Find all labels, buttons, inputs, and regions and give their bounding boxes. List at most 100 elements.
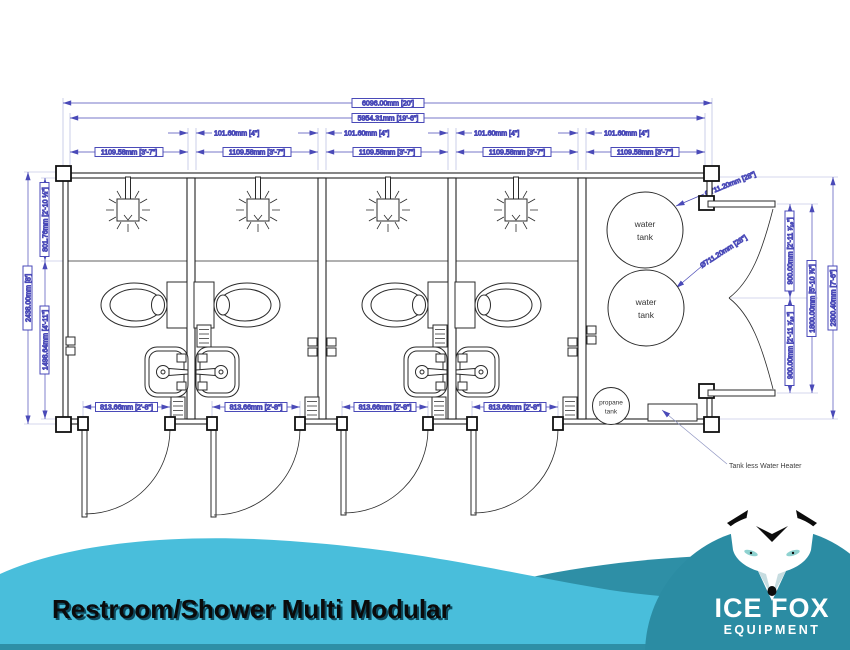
door-jamb-post [422,416,434,431]
banner-cyan-wave [0,538,850,650]
water-tank-label: water [635,297,657,307]
toilet [193,281,281,329]
propane-tank [592,387,630,425]
partition-2 [317,177,327,420]
sink [144,346,189,398]
dim-room-depth: 1498.64mm [4'-11"] [43,310,50,370]
dim-door-width: 813.66mm [2'-8"] [489,405,542,412]
paper-holder [586,325,597,345]
shower-head-symbol [235,176,281,233]
dim-partition-width: 101.60mm [4"] [344,131,389,138]
wall-heater-vent [431,396,447,420]
door-leaf [707,389,776,397]
propane-tank-label: propane [599,400,623,407]
corner-post [55,416,72,433]
brand-name: ICE FOX [714,593,829,623]
door-leaf [707,200,776,208]
dim-partition-width: 101.60mm [4"] [604,131,649,138]
toilet [454,281,542,329]
dim-overall-height: 2438.00mm [8'] [26,274,33,322]
left-wall [62,172,69,425]
bottom-wall [169,418,213,425]
dim-bay-width: 1109.58mm [3'-7"] [359,150,415,157]
tankless-heater-label: Tank less Water Heater [729,463,802,470]
door-jamb-post [336,416,348,431]
fox-logo-icon [727,510,817,601]
toilet [361,281,449,329]
wall-heater-vent [304,396,320,420]
corner-post [55,165,72,182]
dim-bay-width: 1109.58mm [3'-7"] [101,150,157,157]
dim-right-half-height: 900.00mm [2'-11 ⁷⁄₁₆"] [788,312,795,379]
brand-subtitle: EQUIPMENT [724,623,821,637]
dim-shower-depth: 801.76mm [2'-10 ½"] [42,187,50,252]
wall-heater-vent [196,324,212,348]
dim-door-width: 813.66mm [2'-8"] [230,405,283,412]
door-swing-arc [728,208,774,299]
door-leaf [340,428,347,516]
dim-interior-width: 5954.31mm [19'-6"] [358,116,419,123]
dim-tank-diameter: Ø711.20mm [28"] [699,234,748,269]
bottom-wall [427,418,473,425]
banner-title-shadow: Restroom/Shower Multi Modular [54,596,453,626]
door-jamb-post [206,416,218,431]
banner: Restroom/Shower Multi Modular Restroom/S… [0,510,850,650]
dim-door-width: 813.66mm [2'-8"] [100,405,153,412]
tankless-water-heater [647,403,698,422]
paper-holder [567,337,578,357]
dim-right-interior-height: 2300.40mm [7'-6"] [831,270,838,327]
water-tank-2 [607,269,685,347]
paper-holder [326,337,337,357]
dim-bay-width: 1109.58mm [3'-7"] [229,150,285,157]
sink [455,346,500,398]
door-jamb-post [77,416,89,431]
propane-tank-label: tank [605,409,618,416]
shower-head-symbol [105,176,151,233]
corner-post [703,416,720,433]
wall-heater-vent [562,396,578,420]
extension-lines [24,98,838,425]
sink [195,346,240,398]
door-swing-arc [213,428,301,516]
water-tank-label: tank [637,232,654,242]
door-leaf [81,428,88,518]
door-swing-arc [84,428,171,515]
paper-holder [307,337,318,357]
door-jamb-post [552,416,564,431]
door-swing-arc [473,428,559,514]
dim-bay-width: 1109.58mm [3'-7"] [617,150,673,157]
corner-post [703,165,720,182]
sink [403,346,448,398]
door-leaf [470,428,477,516]
doors [77,200,776,518]
dim-right-opening-height: 1800.00mm [5'-10 ⅞"] [810,264,817,332]
door-leaf [210,428,217,518]
wall-heater-vent [170,396,186,420]
dim-door-width: 813.66mm [2'-8"] [359,405,412,412]
bottom-wall [299,418,343,425]
water-tank-1 [606,191,684,269]
partition-4 [577,177,587,420]
toilet [100,281,188,329]
shower-head-symbol [365,176,411,233]
water-tank-label: water [634,219,656,229]
fixtures [65,176,597,420]
dim-partition-width: 101.60mm [4"] [214,131,259,138]
dim-bay-width: 1109.58mm [3'-7"] [489,150,545,157]
door-swing-arc [343,428,429,514]
dim-partition-width: 101.60mm [4"] [474,131,519,138]
dim-right-half-height: 900.00mm [2'-11 ⁷⁄₁₆"] [788,217,795,284]
door-jamb-post [466,416,478,431]
water-tank-label: tank [638,310,655,320]
door-swing-arc [728,297,774,390]
door-jamb-post [294,416,306,431]
dim-overall-width: 6096.00mm [20'] [362,101,414,108]
banner-bottom-strip [0,644,850,650]
banner-title: Restroom/Shower Multi Modular [52,594,451,624]
heater-leader-line [661,409,728,465]
utility-room: water tank water tank propane tank Tank … [592,191,802,470]
door-jamb-post [164,416,176,431]
shower-head-symbol [493,176,539,233]
